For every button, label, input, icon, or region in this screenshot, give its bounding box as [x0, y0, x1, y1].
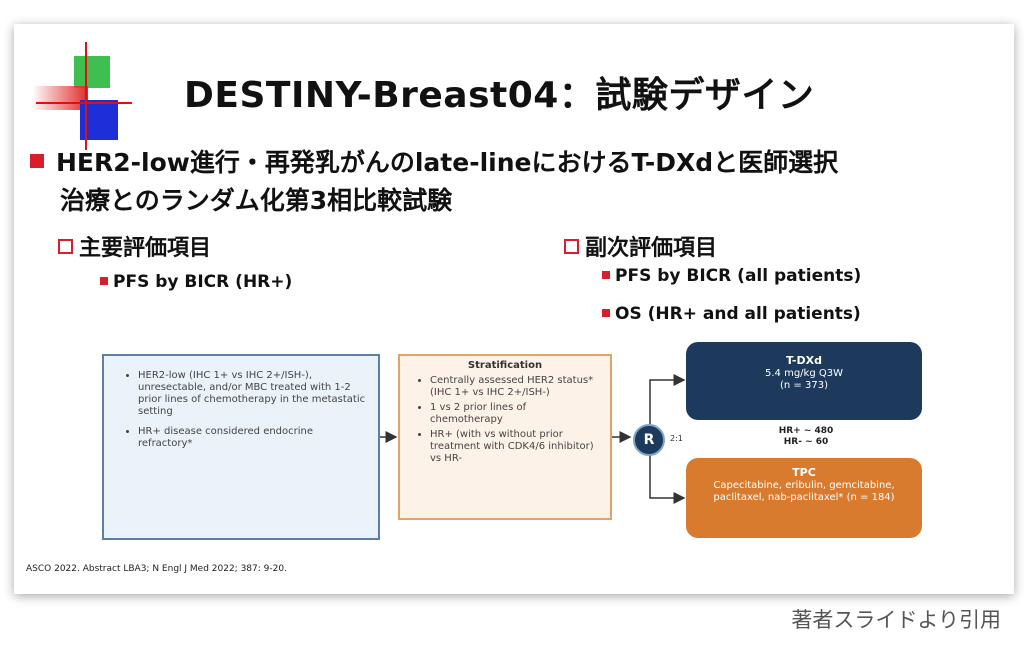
hr-negative-count: HR- ~ 60 — [783, 437, 829, 447]
main-bullet-line2: 治療とのランダム化第3相比較試験 — [60, 186, 453, 215]
secondary-endpoint-heading: 副次評価項目 — [564, 230, 717, 262]
citation: ASCO 2022. Abstract LBA3; N Engl J Med 2… — [26, 564, 287, 574]
hr-counts: HR+ ~ 480 HR- ~ 60 — [766, 426, 846, 448]
logo-decoration — [32, 42, 132, 152]
eligibility-item: HR+ disease considered endocrine refract… — [138, 426, 366, 450]
logo-green-square — [74, 56, 110, 88]
logo-red-bar — [32, 86, 88, 110]
primary-endpoint-item-text: PFS by BICR (HR+) — [113, 272, 293, 292]
secondary-endpoint-item: PFS by BICR (all patients) — [602, 266, 861, 286]
hollow-square-icon — [58, 239, 73, 254]
logo-vertical-line — [85, 42, 87, 150]
small-square-icon — [602, 309, 610, 317]
bullet-square-icon — [30, 154, 44, 168]
randomization-ratio: 2:1 — [670, 434, 683, 443]
arm-tdxd-n: (n = 373) — [780, 380, 828, 391]
stratification-box: Stratification Centrally assessed HER2 s… — [398, 354, 612, 520]
stratification-item: Centrally assessed HER2 status* (IHC 1+ … — [430, 375, 602, 399]
secondary-endpoint-item-text: PFS by BICR (all patients) — [615, 266, 862, 286]
secondary-endpoint-item-text: OS (HR+ and all patients) — [615, 304, 861, 324]
primary-endpoint-label: 主要評価項目 — [79, 236, 212, 261]
logo-horizontal-line — [36, 102, 132, 104]
arm-tdxd: T-DXd 5.4 mg/kg Q3W (n = 373) — [686, 342, 922, 420]
arm-tdxd-dose: 5.4 mg/kg Q3W — [765, 368, 843, 379]
secondary-endpoint-label: 副次評価項目 — [585, 236, 718, 261]
arrow-to-tdxd — [649, 374, 686, 424]
main-bullet: HER2-low進行・再発乳がんのlate-lineにおけるT-DXdと医師選択… — [30, 144, 1000, 220]
main-bullet-line1: HER2-low進行・再発乳がんのlate-lineにおけるT-DXdと医師選択 — [56, 148, 839, 177]
slide-title: DESTINY-Breast04：試験デザイン — [184, 75, 815, 116]
eligibility-item: HER2-low (IHC 1+ vs IHC 2+/ISH-), unrese… — [138, 370, 366, 418]
slide: DESTINY-Breast04：試験デザイン HER2-low進行・再発乳がん… — [14, 24, 1014, 594]
arm-tpc: TPC Capecitabine, eribulin, gemcitabine,… — [686, 458, 922, 538]
small-square-icon — [100, 277, 108, 285]
secondary-endpoint-item: OS (HR+ and all patients) — [602, 304, 861, 324]
arrow-to-tpc — [649, 454, 686, 504]
stratification-heading: Stratification — [467, 360, 543, 371]
arm-tpc-name: TPC — [792, 466, 816, 479]
randomization-circle: R — [633, 424, 665, 456]
primary-endpoint-item: PFS by BICR (HR+) — [100, 272, 292, 292]
hr-positive-count: HR+ ~ 480 — [778, 426, 834, 436]
hollow-square-icon — [564, 239, 579, 254]
primary-endpoint-heading: 主要評価項目 — [58, 230, 211, 262]
stratification-item: 1 vs 2 prior lines of chemotherapy — [430, 402, 602, 426]
credit-caption: 著者スライドより引用 — [791, 608, 1001, 632]
arm-tpc-drugs: Capecitabine, eribulin, gemcitabine, pac… — [713, 480, 895, 503]
eligibility-box: HER2-low (IHC 1+ vs IHC 2+/ISH-), unrese… — [102, 354, 380, 540]
flow-arrows — [380, 374, 686, 504]
stratification-item: HR+ (with vs without prior treatment wit… — [430, 429, 602, 465]
small-square-icon — [602, 271, 610, 279]
arm-tdxd-name: T-DXd — [786, 354, 822, 367]
